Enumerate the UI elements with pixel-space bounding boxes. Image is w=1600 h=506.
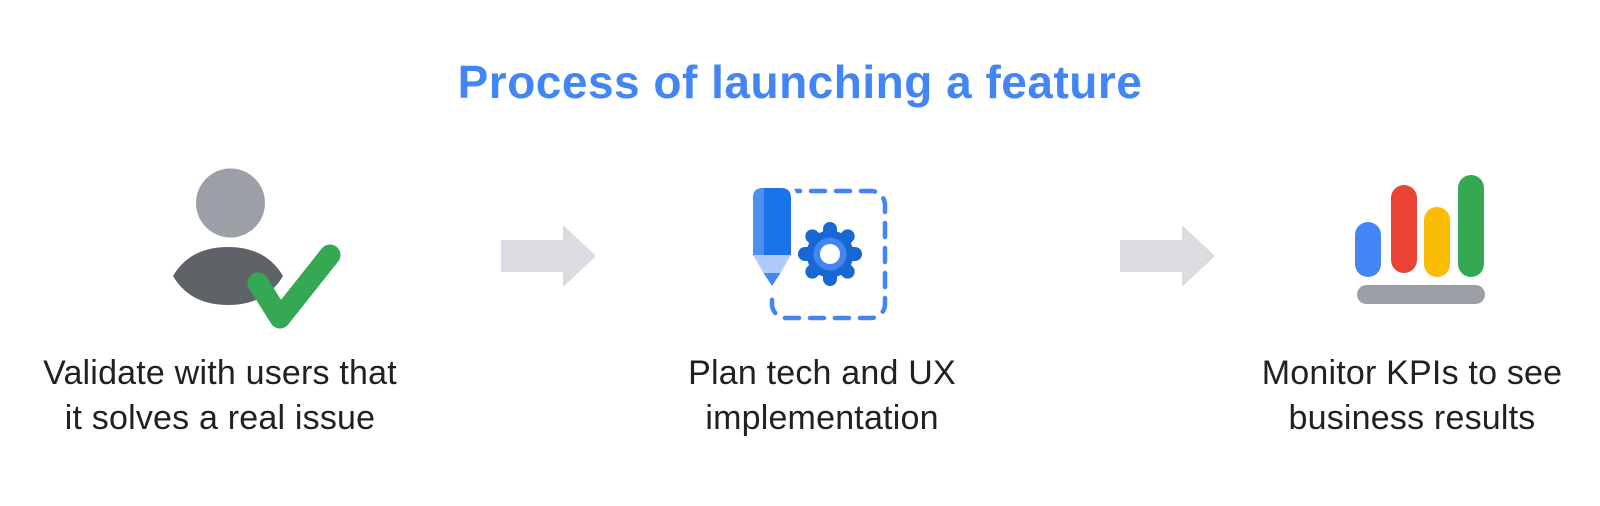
bar-yellow — [1424, 207, 1450, 277]
bar-red — [1391, 185, 1417, 273]
step-label-validate: Validate with users that it solves a rea… — [10, 351, 430, 441]
right-arrow-icon — [501, 225, 596, 292]
diagram-title: Process of launching a feature — [457, 56, 1143, 108]
right-arrow-svg — [1120, 225, 1215, 287]
check-mark — [247, 244, 341, 329]
person-head — [196, 168, 265, 238]
step-label-line: it solves a real issue — [64, 399, 376, 437]
pencil-tip — [753, 255, 791, 273]
right-arrow-svg — [501, 225, 596, 287]
arrow-shape — [1120, 225, 1215, 287]
person-check-svg — [173, 168, 341, 329]
step-label-plan: Plan tech and UX implementation — [647, 351, 997, 441]
gear-hole — [820, 244, 840, 264]
person-check-icon — [155, 150, 360, 340]
step-label-monitor: Monitor KPIs to see business results — [1222, 351, 1600, 441]
pencil-highlight — [753, 188, 764, 255]
bar-chart-icon — [1340, 170, 1500, 310]
arrow-shape — [501, 225, 596, 287]
gear — [798, 222, 862, 286]
right-arrow-icon — [1120, 225, 1215, 292]
bar-base — [1357, 285, 1485, 304]
bar-chart-svg — [1355, 175, 1485, 304]
bar-blue — [1355, 222, 1381, 277]
bar-green — [1458, 175, 1484, 277]
pencil-point — [763, 273, 781, 286]
step-label-line: Validate with users that — [43, 354, 397, 392]
pencil-gear-icon — [740, 182, 895, 322]
step-label-line: implementation — [705, 399, 939, 437]
pencil-gear-svg — [747, 182, 888, 321]
step-label-line: business results — [1288, 399, 1536, 437]
step-label-line: Monitor KPIs to see — [1261, 354, 1563, 392]
step-label-line: Plan tech and UX — [688, 354, 956, 392]
